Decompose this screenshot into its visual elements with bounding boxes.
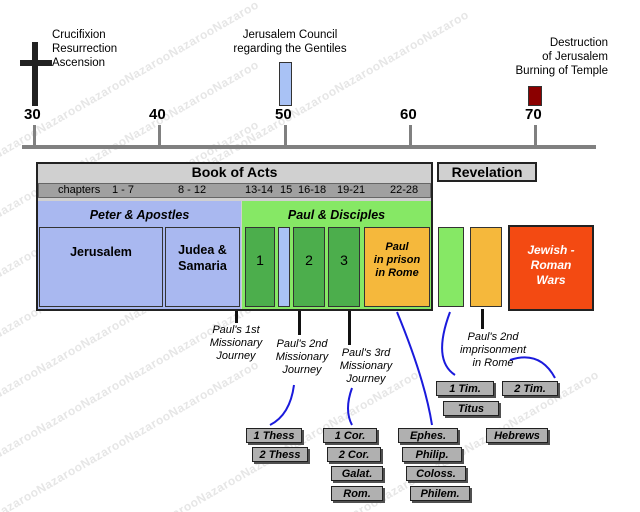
chapter-range: 16-18 [298,184,327,196]
axis-tick-30: 30 [24,106,41,123]
tick-mark-60 [409,125,412,145]
jerusalem-box [39,227,163,307]
letter-philem[interactable]: Philem. [410,486,470,501]
journey1-label: Paul's 1st Missionary Journey [209,324,263,362]
connector-cor [347,387,353,426]
timeline-axis [22,145,596,149]
journey3-label: Paul's 3rd Missionary Journey [339,347,393,385]
chapter-range: 15 [280,184,293,196]
letter-2-cor[interactable]: 2 Cor. [327,447,381,462]
connector-thess [269,384,295,426]
revelation-box [437,162,537,182]
axis-tick-50: 50 [275,106,292,123]
letter-galat[interactable]: Galat. [331,466,383,481]
letter-1-cor[interactable]: 1 Cor. [323,428,377,443]
connector-prison-letters [396,311,433,426]
destruction-label: Destruction of Jerusalem Burning of Temp… [515,37,608,77]
journey2-box [293,227,325,307]
journey3-number: 3 [340,252,348,268]
book-of-acts-title: Book of Acts [191,164,278,180]
chapter-range: 1 - 7 [112,184,135,196]
tick-mark-30 [33,125,36,145]
connector-pastoral [441,311,456,376]
tick-mark-40 [158,125,161,145]
judea-samaria-label: Judea & Samaria [178,243,227,273]
letter-ephes[interactable]: Ephes. [398,428,458,443]
journey2-label: Paul's 2nd Missionary Journey [275,338,329,376]
chapter-range: 8 - 12 [178,184,207,196]
jerusalem-label: Jerusalem [70,245,132,259]
letter-titus[interactable]: Titus [443,401,499,416]
jewish-roman-wars-label: Jewish - Roman Wars [527,243,575,287]
journey2-number: 2 [305,252,313,268]
journey1-box [245,227,275,307]
prison-label: Paul in prison in Rome [373,241,421,279]
axis-tick-70: 70 [525,106,542,123]
prison-box [364,227,430,307]
letter-1-tim[interactable]: 1 Tim. [436,381,494,396]
imprisonment-pointer [481,309,484,329]
journey2-pointer [298,309,301,335]
connector-2tim [509,356,556,379]
imprisonment-label: Paul's 2nd imprisonment in Rome [459,331,527,369]
peter-header: Peter & Apostles [89,208,190,222]
revelation-title: Revelation [451,164,523,180]
jewish-roman-wars-box [508,225,594,311]
letter-2-thess[interactable]: 2 Thess [252,447,308,462]
letter-coloss[interactable]: Coloss. [406,466,466,481]
letter-hebrews[interactable]: Hebrews [486,428,548,443]
letter-rom[interactable]: Rom. [331,486,383,501]
council-label: Jerusalem Council regarding the Gentiles [233,29,347,55]
paul-header: Paul & Disciples [287,208,386,222]
cross-icon-bar [20,60,52,66]
journey3-box [328,227,360,307]
chapter-range: 13-14 [245,184,274,196]
crucifixion-label: Crucifixion Resurrection Ascension [52,29,118,69]
journey1-pointer [235,309,238,323]
chapters-row [38,183,431,198]
tick-mark-70 [534,125,537,145]
chapters-label: chapters [58,184,101,196]
letter-philip[interactable]: Philip. [402,447,462,462]
second-imprisonment-box [470,227,502,307]
temple-marker [528,86,542,106]
letter-1-thess[interactable]: 1 Thess [246,428,302,443]
chapter-range: 19-21 [337,184,366,196]
council-marker [279,62,292,106]
pastoral-green-box [438,227,464,307]
axis-tick-60: 60 [400,106,417,123]
journey1-number: 1 [256,252,264,268]
journey3-pointer [348,309,351,345]
tick-mark-50 [284,125,287,145]
letter-2-tim[interactable]: 2 Tim. [502,381,558,396]
judea-samaria-box [165,227,240,307]
axis-tick-40: 40 [149,106,166,123]
cross-icon [32,42,38,106]
chapter-range: 22-28 [390,184,419,196]
council-bar [278,227,290,307]
